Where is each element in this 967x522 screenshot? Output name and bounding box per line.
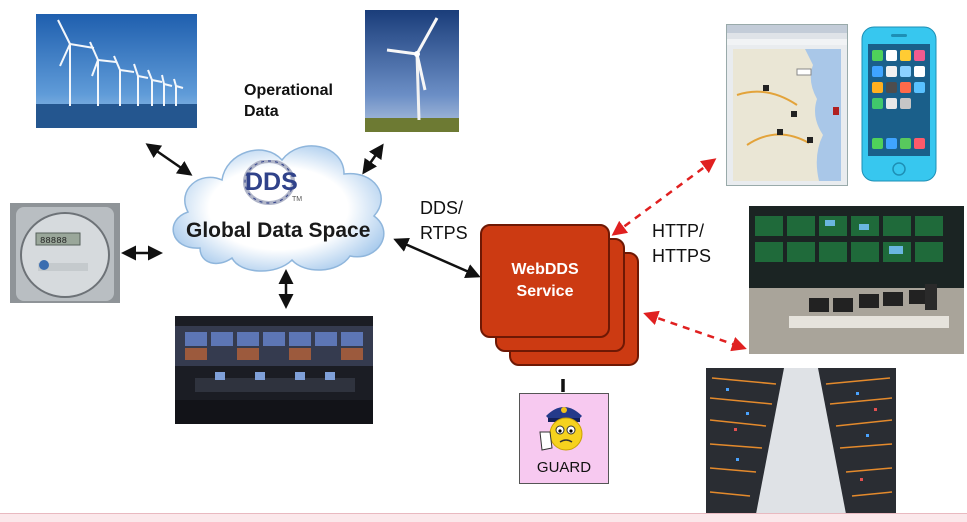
- map-screenshot: [726, 24, 848, 186]
- svg-text:88888: 88888: [40, 236, 67, 246]
- wind-farm-photo: [36, 14, 197, 128]
- smartphone-photo: [861, 26, 937, 182]
- server-room-photo: [706, 368, 896, 514]
- control-room-photo: [175, 316, 373, 424]
- guard-emoji-icon: [539, 407, 583, 451]
- webdds-service-label: WebDDS Service: [511, 261, 579, 300]
- guard-box: GUARD: [519, 393, 609, 484]
- global-data-space-cloud: [172, 145, 385, 272]
- http-https-label: HTTP/ HTTPS: [652, 221, 712, 266]
- dds-rtps-label: DDS/ RTPS: [420, 198, 468, 243]
- cloud-service-arrow: [393, 237, 481, 279]
- operations-center-photo: [749, 206, 964, 354]
- smart-meter-photo: 88888: [10, 203, 120, 303]
- webdds-service-box: WebDDS Service: [480, 224, 610, 338]
- global-data-space-label: Global Data Space: [186, 219, 371, 242]
- dds-logo: DDS TM: [238, 159, 304, 208]
- windfarm-cloud-arrow: [145, 143, 193, 176]
- wind-turbine-photo: [365, 10, 459, 132]
- operational-data-label: Operational Data: [244, 82, 333, 120]
- bottom-strip: [0, 513, 967, 522]
- trademark-text: TM: [292, 196, 303, 203]
- guard-label: GUARD: [536, 459, 592, 476]
- turbine-cloud-arrow: [362, 143, 384, 175]
- service-datacenter-dashed-arrow: [643, 310, 747, 352]
- dds-logo-text: DDS: [245, 168, 298, 196]
